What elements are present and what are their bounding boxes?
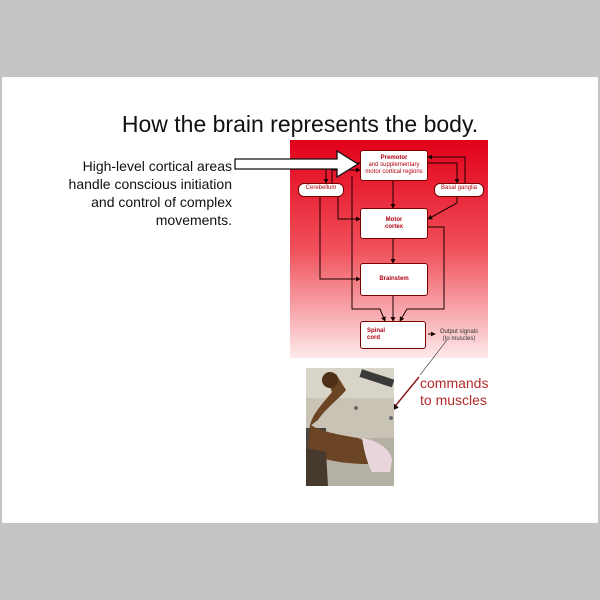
arrow-cerebellum-to-brainstem — [319, 196, 361, 282]
basal-ganglia-node: Basal ganglia — [434, 183, 484, 197]
motor-cortex-node: Motor cortex — [360, 208, 428, 239]
output-leader-line — [419, 339, 448, 376]
lead-text: High-level cortical areas handle conscio… — [42, 157, 232, 229]
arrow-premotor-to-basal — [426, 162, 460, 184]
flexed-arm-photo — [306, 368, 394, 486]
output-line: (to muscles) — [442, 336, 476, 342]
flexed-arm-photo-image — [306, 368, 394, 486]
commands-to-muscles-label: commands to muscles — [420, 375, 488, 409]
commands-arrow — [391, 376, 420, 411]
premotor-title: Premotor — [380, 155, 408, 161]
slide: How the brain represents the body. High-… — [2, 77, 598, 523]
arrow-motor-to-spinal — [399, 226, 445, 322]
diagram-connections — [234, 149, 466, 411]
spinal-cord-line: Spinal — [367, 328, 386, 334]
motor-cortex-line: Motor — [385, 216, 403, 223]
arrow-basal-to-motor — [427, 196, 458, 220]
motor-cortex-line: cortex — [384, 223, 403, 230]
lead-text-line: and control of complex — [91, 194, 232, 210]
output-signals-label: Output signals (to muscles) — [435, 329, 483, 343]
pointer-arrow — [234, 149, 360, 179]
spinal-cord-line: cord — [367, 335, 381, 341]
cerebellum-node: Cerebellum — [298, 183, 344, 197]
basal-ganglia-label: Basal ganglia — [440, 185, 478, 191]
brainstem-node: Brainstem — [360, 263, 428, 296]
cerebellum-label: Cerebellum — [305, 185, 337, 191]
premotor-node: Premotor and supplementary motor cortica… — [360, 150, 428, 181]
brainstem-label: Brainstem — [379, 276, 409, 282]
lead-text-line: movements. — [155, 212, 232, 228]
slide-title-text: How the brain represents the body. — [121, 111, 479, 137]
premotor-subtitle: and supplementary — [368, 162, 420, 168]
premotor-subtitle: motor cortical regions — [365, 169, 423, 175]
arrow-basal-to-premotor — [427, 154, 466, 183]
arrow-cerebellum-to-motor — [337, 196, 361, 222]
commands-line: commands — [420, 375, 489, 391]
lead-text-line: handle conscious initiation — [68, 176, 232, 192]
commands-line: to muscles — [420, 392, 487, 408]
lead-text-line: High-level cortical areas — [82, 158, 232, 174]
arrow-premotor-to-spinal — [351, 176, 386, 322]
spinal-cord-node: Spinal cord — [360, 321, 426, 349]
arrow-cerebellum-to-premotor — [331, 167, 361, 183]
slide-title: How the brain represents the body. — [2, 111, 598, 138]
output-line: Output signals — [439, 329, 479, 335]
